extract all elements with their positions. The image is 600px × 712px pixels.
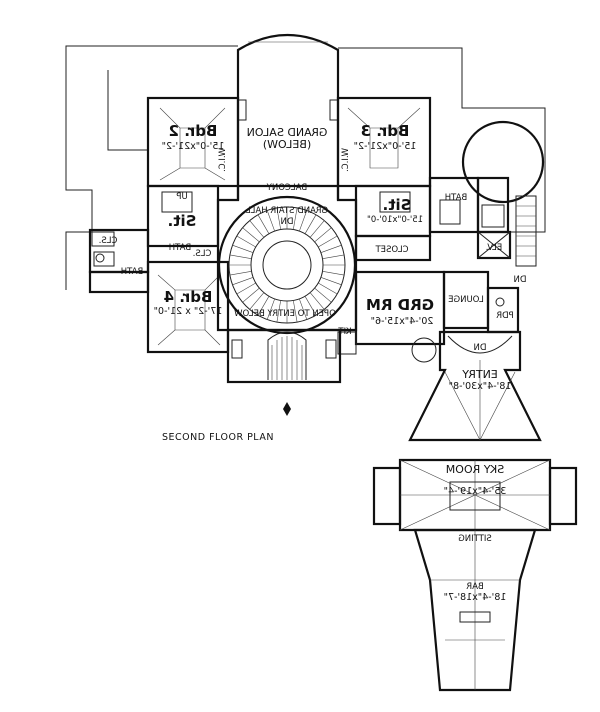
open-to-entry-outline: [226, 328, 342, 384]
stair-tread: [257, 296, 270, 316]
sit-right-label: Sit.: [383, 196, 412, 214]
elv-label: ELV.: [486, 243, 503, 253]
kit-label: KIT: [338, 327, 352, 337]
stair-tread: [314, 227, 332, 243]
wic-left-label: W.I.C.: [218, 148, 228, 172]
stair-tread: [229, 271, 252, 276]
stair-tread: [309, 292, 325, 310]
dn-entry-label: DN: [474, 343, 487, 353]
stair-tread: [266, 298, 275, 320]
stair-tread: [293, 207, 298, 230]
open-to-entry-label: OPEN TO ENTRY BELOW: [234, 309, 336, 319]
stair-tread: [320, 277, 342, 286]
stair-tread: [229, 254, 252, 259]
stair-tread: [249, 220, 265, 238]
stair-tread: [276, 300, 281, 323]
bdr3-dim: 15'-0"x21'-2": [354, 141, 417, 152]
lounge-label: LOUNGE: [448, 295, 484, 305]
bdr3-label: Bdr. 3: [361, 122, 410, 140]
stair-tread: [314, 287, 332, 303]
closet-label: CLOSET: [375, 245, 409, 255]
stair-tread: [309, 220, 325, 238]
stair-tread: [232, 244, 254, 253]
grand-salon-label: GRAND SALON: [247, 126, 328, 139]
grand-salon-outline: [236, 34, 340, 200]
entry-label: ENTRY: [462, 368, 498, 381]
right-suite-outline: [354, 120, 545, 267]
stair-tread: [299, 210, 308, 232]
bedroom-4-outline: [146, 260, 230, 354]
balcony-label: BALCONY: [266, 183, 307, 193]
north-arrow-icon: [283, 402, 291, 416]
stair-tread: [322, 254, 345, 259]
stair-hall-rotunda: [216, 184, 358, 335]
bdr2-label: Bdr. 2: [169, 122, 218, 140]
stair-tread: [249, 292, 265, 310]
bdr4-label: Bdr. 4: [164, 288, 213, 306]
stair-tread: [322, 271, 345, 276]
sit-right-dim: 15'-0"x10'-0": [367, 215, 423, 225]
grd-rm-label: GRD RM: [366, 296, 434, 314]
stair-tread: [299, 298, 308, 320]
wic-right-label: W.I.C.: [341, 148, 351, 172]
sky-room-label: SKY ROOM: [446, 463, 504, 476]
sit-left-label: Sit.: [168, 212, 197, 230]
plan-title: SECOND FLOOR PLAN: [162, 432, 274, 443]
sitting-bar-outline: [413, 528, 537, 692]
grand-salon-note: (BELOW): [263, 138, 311, 151]
cls2-label: CLS.: [193, 249, 212, 259]
bar-label: BAR: [466, 582, 484, 592]
sky-room-outline: [372, 458, 578, 532]
dn-right-label: DN: [514, 275, 527, 285]
roof-outline: [65, 45, 546, 290]
entry-dim: 18'-4"x30'-8": [449, 381, 512, 392]
bath-lower-label: BATH: [121, 267, 144, 277]
pdr-label: PDR: [496, 311, 514, 321]
stair-tread: [257, 214, 270, 234]
sitting-label: SITTING: [458, 534, 492, 544]
stair-tread: [266, 210, 275, 232]
bar-dim: 18'-4"x18'-7": [444, 592, 507, 603]
stair-dn-label: DN: [281, 217, 294, 227]
sky-room-dim: 35'-4"x19'-4": [444, 486, 507, 497]
cls1-label: CLS.: [99, 236, 118, 246]
grd-rm-dim: 20'-4"x15'-6": [371, 316, 434, 327]
stair-tread: [236, 282, 256, 295]
stair-tread: [236, 235, 256, 248]
entry-outline: [408, 330, 542, 442]
stair-tread: [318, 282, 338, 295]
stair-tread: [276, 207, 281, 230]
bath-right-label: BATH: [445, 193, 468, 203]
up-left-label: UP: [176, 192, 187, 202]
bath-left-label: BATH: [169, 243, 192, 253]
stair-tread: [293, 300, 298, 323]
stair-tread: [242, 227, 260, 243]
stair-tread: [304, 214, 317, 234]
bdr4-dim: 17'-2" x 21'-0": [154, 306, 223, 317]
stair-tread: [304, 296, 317, 316]
bdr2-dim: 15'-0"x21'-2": [162, 141, 225, 152]
stair-tread: [232, 277, 254, 286]
stair-tread: [320, 244, 342, 253]
stair-tread: [242, 287, 260, 303]
stair-tread: [318, 235, 338, 248]
stair-hall-label: GRAND STAIR HALL: [246, 206, 328, 216]
